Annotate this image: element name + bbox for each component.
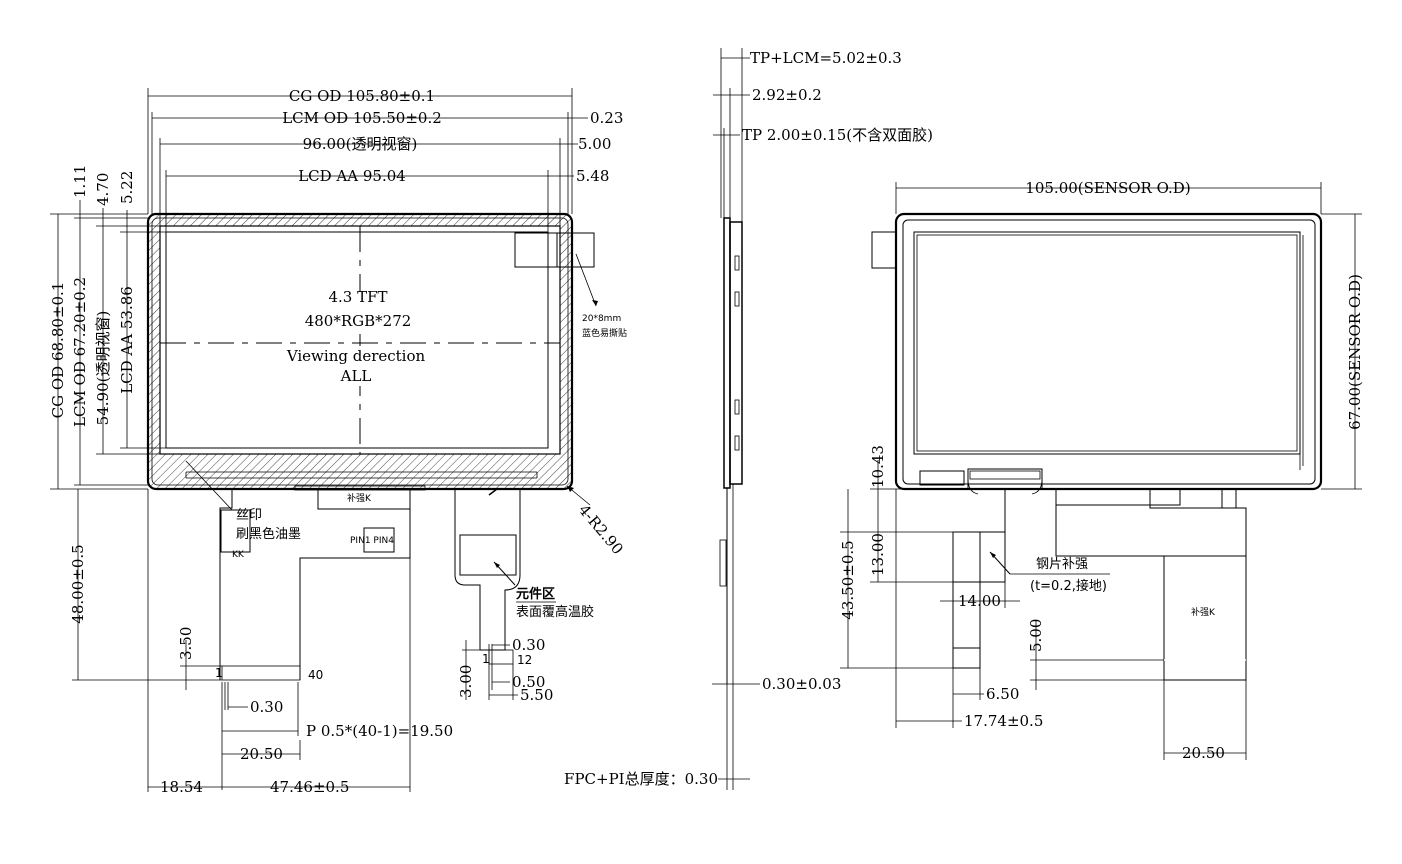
fpc-stiffener [317, 488, 411, 510]
tp-300-dim: 3.00 [457, 665, 475, 698]
fpc-length-dim: 48.00±0.5 [69, 544, 87, 623]
ic-chip [363, 527, 395, 553]
w-650-dim: 6.50 [986, 685, 1019, 703]
v-111-dim: 1.11 [71, 165, 89, 198]
sensor-height-dim: 67.00(SENSOR O.D) [1346, 274, 1364, 430]
front-view: 4.3 TFT 480*RGB*272 Viewing derection AL… [49, 87, 627, 796]
silkscreen-note: 丝印 [236, 508, 262, 523]
side-cover-glass [723, 217, 731, 489]
black-ink-area [220, 509, 251, 553]
edge-023-dim: 0.23 [590, 109, 623, 127]
w-1774-dim: 17.74±0.5 [964, 712, 1043, 730]
fpc-thickness: 0.30±0.03 [762, 675, 841, 693]
tp-connector-pins [488, 649, 514, 665]
tp-pin-last: 12 [517, 653, 532, 667]
back-fpc-length-dim: 43.50±0.5 [839, 540, 857, 619]
tape-size-note: 20*8mm [582, 314, 621, 324]
tape-desc-note: 蓝色易撕贴 [582, 327, 627, 339]
total-fpc-thickness: FPC+PI总厚度：0.30 [564, 770, 718, 788]
lcd-pin-first: 1 [215, 666, 223, 680]
v-522-dim: 5.22 [118, 171, 136, 204]
stiffener-tag: 补强K [347, 492, 372, 504]
blue-tape [556, 232, 595, 268]
left-offset-dim: 18.54 [160, 778, 203, 796]
lcm-outline [151, 217, 569, 486]
black-ink-note: 刷黑色油墨 [236, 526, 301, 542]
back-bond-pins [969, 470, 1041, 480]
component-area-desc: 表面覆高温胶 [516, 604, 594, 620]
lcd-aa-height-dim: LCD AA 53.86 [118, 286, 136, 394]
tp-thickness: TP 2.00±0.15(不含双面胶) [742, 126, 933, 144]
fpc-width-dim: 20.50 [240, 745, 283, 763]
viewing-direction-label: Viewing derection [286, 347, 426, 365]
steel-stiffener [952, 531, 1006, 583]
cg-od-height-dim: CG OD 68.80±0.1 [49, 282, 67, 419]
back-view: 补强K 钢片补强 (t=0.2,接地) 105.00(SENSOR O.D) 6… [839, 179, 1364, 762]
tp-pin-first: 1 [482, 652, 490, 666]
steel-stiffener-title: 钢片补强 [1036, 557, 1088, 572]
fpc-offset-dim: 47.46±0.5 [270, 778, 349, 796]
back-tape [871, 231, 897, 269]
tp-550-dim: 5.50 [520, 686, 553, 704]
component-area [459, 534, 517, 576]
w-1400-dim: 14.00 [958, 592, 1001, 610]
lcm-thickness: 2.92±0.2 [752, 86, 822, 104]
back-cg-outline [894, 212, 1323, 491]
component-area-title: 元件区 [516, 586, 555, 602]
sensor-trace-area [902, 219, 1316, 485]
tp-030-dim: 0.30 [512, 636, 545, 654]
lcm-od-height-dim: LCM OD 67.20±0.2 [71, 277, 89, 427]
w-2050-dim: 20.50 [1182, 744, 1225, 762]
resolution-label: 480*RGB*272 [305, 312, 412, 330]
tp-lcm-thickness: TP+LCM=5.02±0.3 [750, 49, 902, 67]
active-area [165, 231, 549, 449]
chip-pin-tag: PIN1 PIN4 [350, 536, 394, 546]
back-window [913, 231, 1301, 455]
corner-radius-dim: 4-R2.90 [575, 501, 627, 558]
edge-548-dim: 5.48 [576, 167, 609, 185]
lcd-fpc-outline [219, 489, 411, 680]
pitch-calc-dim: P 0.5*(40-1)=19.50 [306, 722, 453, 740]
v-470-dim: 4.70 [94, 173, 112, 206]
back-stiffener-tag: 补强K [1191, 606, 1216, 618]
viewing-direction-value: ALL [340, 367, 372, 385]
panel-size-label: 4.3 TFT [328, 288, 387, 306]
edge-500-dim: 5.00 [578, 135, 611, 153]
v-500-dim: 5.00 [1027, 619, 1045, 652]
tp-050-dim: 0.50 [512, 673, 545, 691]
steel-stiffener-desc: (t=0.2,接地) [1030, 578, 1107, 594]
window-width-dim: 96.00(透明视窗) [303, 135, 418, 153]
back-contact-area [952, 647, 981, 669]
side-lcm-body [729, 221, 743, 485]
pitch-030-dim: 0.30 [250, 698, 283, 716]
back-fpc-stiffener [1163, 555, 1247, 681]
lcd-aa-width-dim: LCD AA 95.04 [298, 167, 406, 185]
kk-mark: KK [232, 550, 245, 560]
lcd-pin-last: 40 [308, 668, 323, 682]
pin-height-dim: 3.50 [177, 627, 195, 660]
lcm-od-width-dim: LCM OD 105.50±0.2 [282, 109, 442, 127]
side-view: TP+LCM=5.02±0.3 2.92±0.2 TP 2.00±0.15(不含… [564, 48, 933, 790]
lcd-connector-pins [221, 665, 301, 681]
tp-fpc-outline [454, 489, 521, 651]
sensor-width-dim: 105.00(SENSOR O.D) [1025, 179, 1190, 197]
v-1300-dim: 13.00 [869, 533, 887, 576]
cg-od-width-dim: CG OD 105.80±0.1 [289, 87, 435, 105]
v-1043-dim: 10.43 [869, 445, 887, 488]
window-height-dim: 54.90(透明视窗) [94, 311, 112, 426]
